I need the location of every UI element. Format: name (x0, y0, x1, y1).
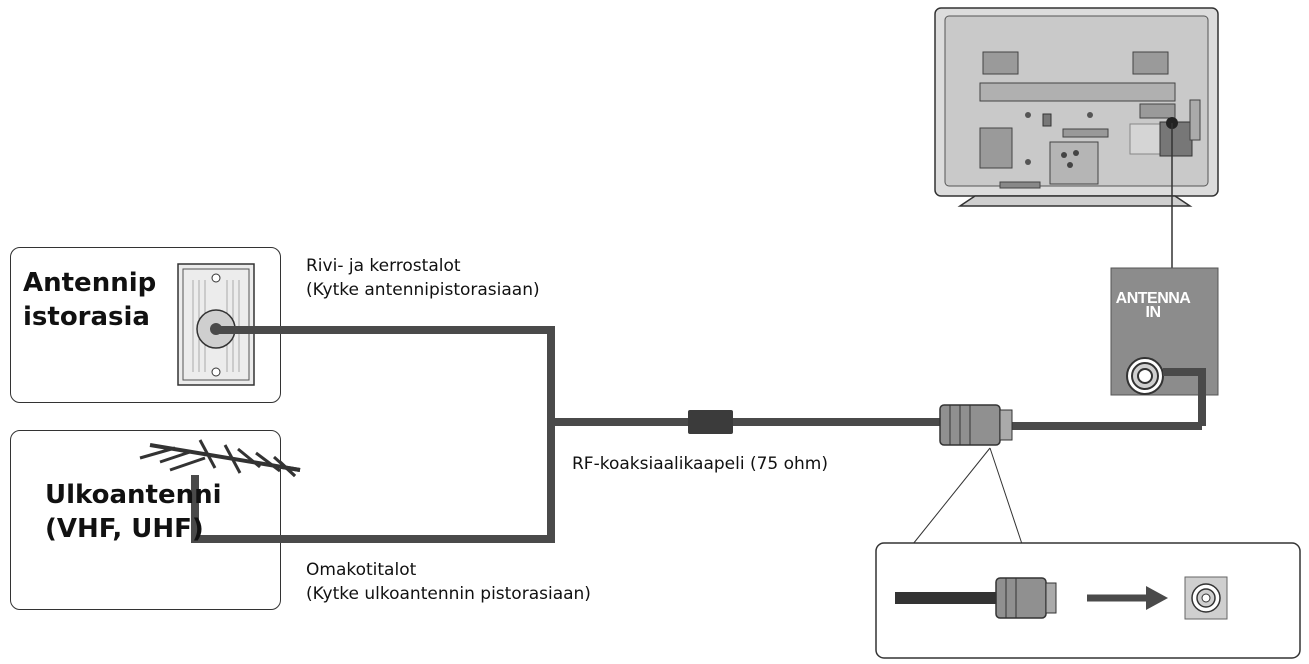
wall-outlet-label-line1: Antennip (23, 268, 157, 298)
cable-label: RF-koaksiaalikaapeli (75 ohm) (572, 454, 829, 474)
apartment-note-line2: (Kytke antennipistorasiaan) (306, 280, 540, 300)
inset-coax-plug-icon (995, 577, 1057, 619)
ferrite-core (688, 410, 733, 434)
antenna-in-line2: IN (1145, 304, 1162, 321)
outdoor-antenna-label-line1: Ulkoantenni (45, 480, 222, 510)
house-note-line1: Omakotitalot (306, 560, 417, 580)
inset-coax-socket-icon (1184, 576, 1228, 620)
outdoor-antenna-label: Ulkoantenni (VHF, UHF) (45, 478, 222, 546)
antenna-in-label: ANTENNA IN (1113, 290, 1193, 321)
arrow-right-icon (1087, 586, 1168, 610)
coax-plug-icon (939, 404, 1013, 446)
wall-outlet-label-line2: istorasia (23, 302, 150, 332)
apartment-note: Rivi- ja kerrostalot (Kytke antennipisto… (306, 254, 540, 302)
outdoor-antenna-label-line2: (VHF, UHF) (45, 514, 204, 544)
house-note: Omakotitalot (Kytke ulkoantennin pistora… (306, 558, 591, 606)
house-note-line2: (Kytke ulkoantennin pistorasiaan) (306, 584, 591, 604)
coax-socket-icon (1126, 357, 1164, 395)
antenna-in-line1: ANTENNA (1115, 290, 1191, 307)
wall-outlet-label: Antennip istorasia (23, 266, 156, 334)
tv-rear-view (934, 7, 1219, 207)
apartment-note-line1: Rivi- ja kerrostalot (306, 256, 461, 276)
